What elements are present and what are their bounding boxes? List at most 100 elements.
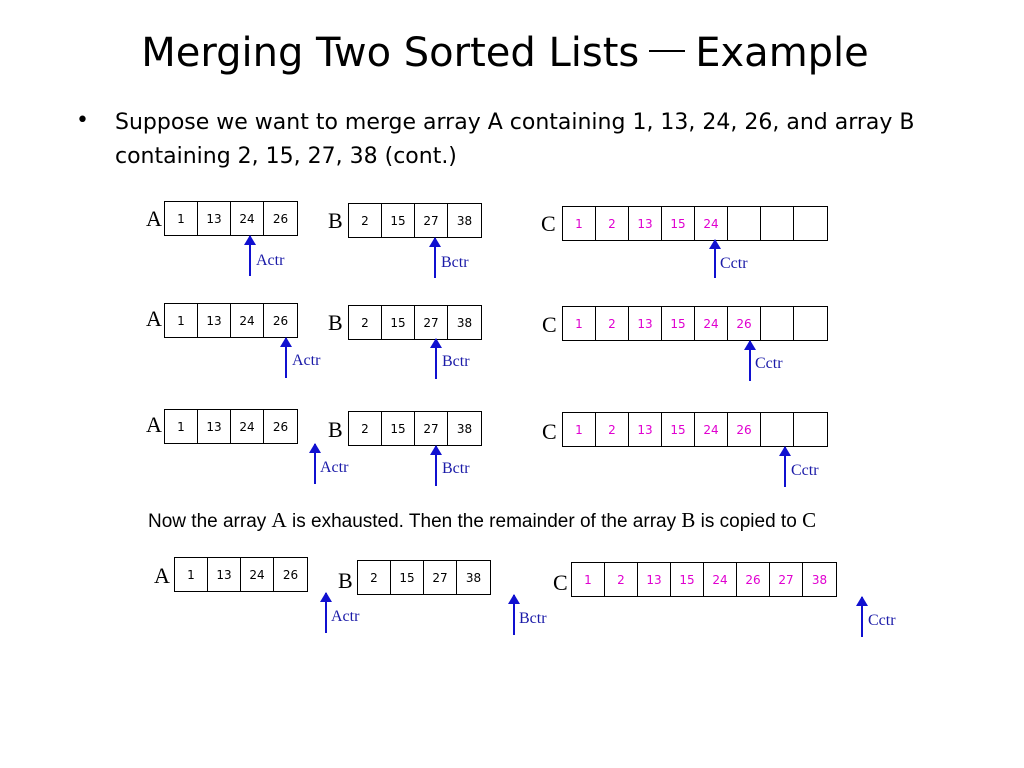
array-a-label: A [146, 306, 162, 331]
array-c-cell: 15 [662, 413, 695, 446]
actr-label: Actr [320, 459, 349, 476]
array-c-cell: 1 [563, 207, 596, 240]
cctr-arrow-icon [856, 596, 868, 637]
array-a-cell: 26 [272, 211, 289, 226]
array-c-cell [794, 413, 827, 446]
array-b: 2 15 27 38 [348, 411, 482, 446]
array-b-cell: 15 [382, 412, 415, 445]
actr-label: Actr [256, 252, 285, 269]
array-a-label: A [146, 412, 162, 437]
array-c: 1 2 13 15 24 [562, 206, 828, 241]
actr-arrow-icon [320, 592, 332, 633]
array-b-label: B [328, 310, 343, 335]
array-c-cell [794, 207, 827, 240]
array-c-cell: 24 [704, 563, 737, 596]
array-b-cell: 15 [391, 561, 424, 594]
title-text-example: Example [695, 30, 869, 76]
array-c-cell: 2 [596, 307, 629, 340]
cctr-label: Cctr [868, 612, 896, 629]
array-c-cell: 15 [662, 207, 695, 240]
array-a-cell: 13 [208, 558, 241, 591]
array-c-cell: 24 [695, 307, 728, 340]
array-a-cell: 26 [282, 567, 299, 582]
cctr-label: Cctr [755, 355, 783, 372]
array-c-cell: 24 [695, 207, 728, 240]
array-c-cell: 1 [563, 413, 596, 446]
array-c-label: C [542, 312, 557, 337]
array-a-cell: 24 [231, 202, 264, 235]
array-c-cell: 26 [737, 563, 770, 596]
array-b-cell: 27 [415, 204, 448, 237]
array-c-cell: 26 [728, 307, 761, 340]
note-text: Now the array [148, 511, 272, 532]
actr-label: Actr [331, 608, 360, 625]
array-a: 1 13 24 26 [174, 557, 308, 592]
array-b-cell: 27 [415, 412, 448, 445]
cctr-label: Cctr [720, 255, 748, 272]
array-b-label: B [328, 417, 343, 442]
array-a-cell: 1 [175, 558, 208, 591]
array-b-cell: 38 [465, 570, 482, 585]
actr-arrow-icon [309, 443, 321, 484]
bullet-text: Suppose we want to merge array A contain… [115, 110, 915, 169]
actr-arrow-icon [244, 235, 256, 276]
array-c-cell: 1 [572, 563, 605, 596]
cctr-arrow-icon [709, 239, 721, 278]
array-c-cell [794, 307, 827, 340]
bctr-label: Bctr [442, 460, 470, 477]
cctr-arrow-icon [744, 340, 756, 381]
slide-title: Merging Two Sorted Lists Example [0, 30, 1010, 76]
title-dash [649, 50, 686, 52]
array-c-cell: 15 [662, 307, 695, 340]
array-c-cell: 13 [629, 413, 662, 446]
bctr-arrow-icon [508, 594, 520, 635]
array-c-label: C [542, 419, 557, 444]
note-array-a: A [271, 508, 287, 532]
array-a-label: A [154, 563, 170, 588]
array-a-cell: 13 [198, 202, 231, 235]
array-c-cell: 15 [671, 563, 704, 596]
array-a: 1 13 24 26 [164, 201, 298, 236]
array-c: 1 2 13 15 24 26 [562, 412, 828, 447]
actr-label: Actr [292, 352, 321, 369]
array-b-cell: 2 [349, 412, 382, 445]
array-b-cell: 38 [456, 315, 473, 330]
bctr-label: Bctr [519, 610, 547, 627]
array-c-cell: 2 [596, 413, 629, 446]
array-b: 2 15 27 38 [357, 560, 491, 595]
array-c-label: C [541, 211, 556, 236]
array-c-cell: 2 [596, 207, 629, 240]
note-array-c: C [802, 508, 817, 532]
array-a-cell: 26 [272, 419, 289, 434]
array-c-cell [761, 207, 794, 240]
array-c-label: C [553, 570, 568, 595]
array-a-cell: 1 [165, 304, 198, 337]
array-a-cell: 1 [165, 410, 198, 443]
array-b: 2 15 27 38 [348, 305, 482, 340]
array-b-cell: 2 [349, 204, 382, 237]
cctr-label: Cctr [791, 462, 819, 479]
array-c: 1 2 13 15 24 26 [562, 306, 828, 341]
note-array-b: B [681, 508, 696, 532]
array-a-label: A [146, 206, 162, 231]
array-b-cell: 15 [382, 204, 415, 237]
title-text: Merging Two Sorted Lists [141, 30, 640, 76]
note-text: is copied to [695, 511, 803, 532]
bctr-label: Bctr [441, 254, 469, 271]
note-text: is exhausted. Then the remainder of the … [286, 511, 682, 532]
array-a: 1 13 24 26 [164, 409, 298, 444]
array-c-cell: 2 [605, 563, 638, 596]
array-c-cell [761, 307, 794, 340]
array-c-cell [728, 207, 761, 240]
array-a: 1 13 24 26 [164, 303, 298, 338]
bctr-arrow-icon [429, 237, 441, 278]
array-a-cell: 1 [165, 202, 198, 235]
array-c-cell: 13 [629, 207, 662, 240]
array-b-cell: 27 [415, 306, 448, 339]
array-c-cell: 13 [638, 563, 671, 596]
array-b-cell: 38 [456, 421, 473, 436]
exhausted-note: Now the array A is exhausted. Then the r… [148, 508, 816, 533]
array-b-cell: 15 [382, 306, 415, 339]
array-c-cell: 24 [695, 413, 728, 446]
array-a-cell: 24 [231, 410, 264, 443]
